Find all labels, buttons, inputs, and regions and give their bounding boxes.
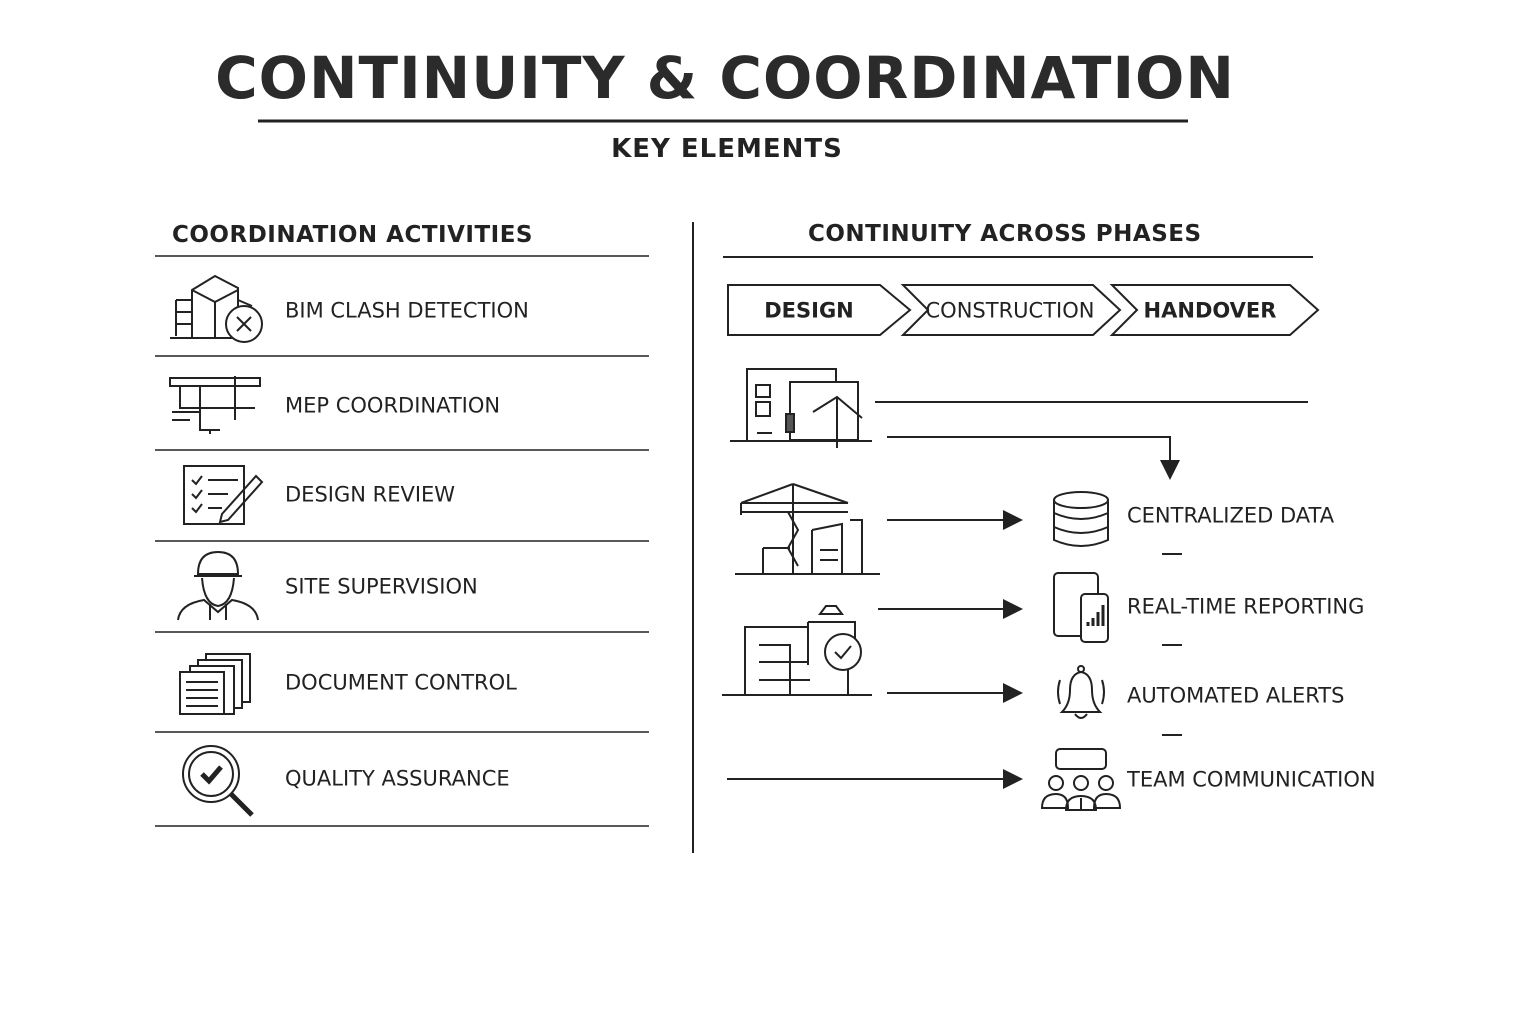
documents-stack-icon [179,653,251,715]
magnifier-check-icon [182,745,254,817]
phase-handover-label: HANDOVER [1143,298,1277,323]
activity-mep-coordination: MEP COORDINATION [285,393,501,418]
page-subtitle: KEY ELEMENTS [611,134,843,164]
outcome-automated-alerts: AUTOMATED ALERTS [1127,683,1345,708]
database-icon [1053,491,1109,547]
activity-document-control: DOCUMENT CONTROL [285,670,517,695]
hardhat-worker-icon [177,550,259,621]
chevron-construction [900,284,1122,336]
activity-design-review: DESIGN REVIEW [285,482,456,507]
team-chat-icon [1040,748,1122,811]
design-plan-icon [730,368,872,448]
outcome-team-communication: TEAM COMMUNICATION [1127,767,1376,792]
right-section-heading: CONTINUITY ACROSS PHASES [808,221,1202,247]
phase-design-label: DESIGN [764,298,854,323]
building-clash-icon [170,274,263,343]
flow-arrows [727,401,1308,789]
checklist-pencil-icon [183,465,264,525]
crane-construction-icon [735,483,880,575]
activity-quality-assurance: QUALITY ASSURANCE [285,766,510,791]
chevron-handover [1109,284,1320,336]
left-row-separators [155,255,649,827]
left-section-heading: COORDINATION ACTIVITIES [172,222,533,248]
mobile-report-icon [1053,572,1109,643]
bell-icon [1057,665,1105,719]
pipes-icon [169,376,261,434]
outcome-real-time-reporting: REAL-TIME REPORTING [1127,594,1365,619]
phase-chevrons [727,284,1320,336]
outcome-centralized-data: CENTRALIZED DATA [1127,503,1335,528]
chevron-design [727,284,912,336]
activity-site-supervision: SITE SUPERVISION [285,574,478,599]
phase-construction-label: CONSTRUCTION [925,298,1095,323]
page-title: CONTINUITY & COORDINATION [215,44,1235,112]
activity-bim-clash-detection: BIM CLASH DETECTION [285,298,529,323]
handover-check-icon [722,605,872,696]
